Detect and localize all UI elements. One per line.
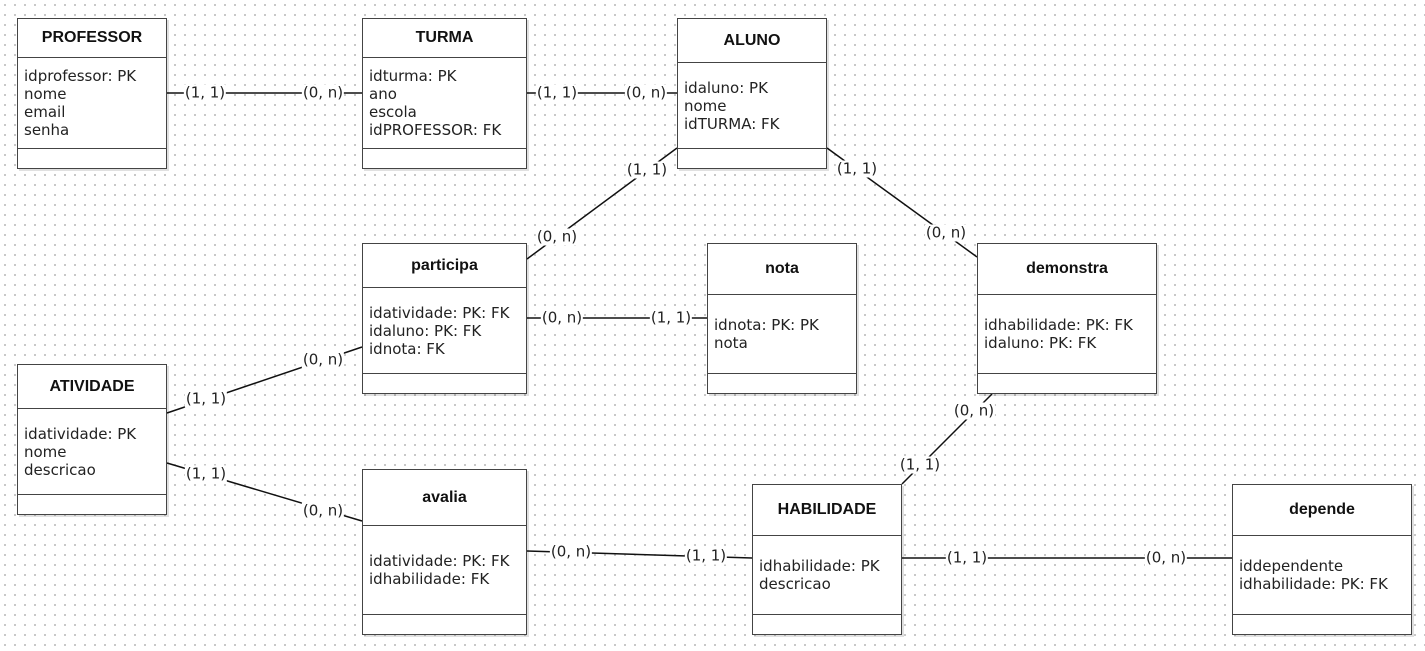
cardinality-label-participa: (0, n)	[540, 308, 584, 327]
cardinality-label-turma: (0, n)	[301, 83, 345, 102]
attribute: idatividade: PK	[24, 424, 137, 443]
entity-title: nota	[708, 244, 856, 295]
attribute: iddependente	[1239, 557, 1344, 575]
attribute: senha	[24, 121, 70, 139]
attribute: email	[24, 103, 66, 121]
attribute: nome	[24, 85, 67, 103]
entity-methods-section	[18, 148, 166, 168]
attribute: idhabilidade: PK: FK	[1239, 575, 1388, 593]
entity-title: ALUNO	[678, 19, 826, 63]
entity-title: PROFESSOR	[18, 19, 166, 58]
attribute: ano	[369, 85, 397, 103]
entity-methods-section	[678, 148, 826, 168]
cardinality-label-aluno: (0, n)	[624, 83, 668, 102]
cardinality-label-aluno: (1, 1)	[835, 159, 879, 178]
attribute: idaluno: PK: FK	[984, 334, 1097, 352]
attribute: idnota: PK: PK	[714, 316, 819, 334]
attribute: descricao	[759, 575, 831, 593]
entity-title: participa	[363, 244, 526, 288]
entity-methods-section	[1233, 614, 1411, 634]
cardinality-label-turma: (1, 1)	[535, 83, 579, 102]
attribute: idPROFESSOR: FK	[369, 121, 502, 139]
attribute: nome	[684, 96, 727, 115]
entity-methods-section	[753, 614, 901, 634]
entity-methods-section	[18, 494, 166, 514]
attribute: nome	[24, 442, 67, 461]
cardinality-label-habilidade: (1, 1)	[684, 546, 728, 565]
entity-methods-section	[708, 373, 856, 393]
cardinality-label-habilidade: (1, 1)	[898, 455, 942, 474]
entity-title: avalia	[363, 470, 526, 526]
entity-title: depende	[1233, 485, 1411, 536]
attribute: idturma: PK	[369, 67, 457, 85]
cardinality-label-professor: (1, 1)	[183, 83, 227, 102]
attribute: nota	[714, 334, 748, 352]
cardinality-label-demonstra: (0, n)	[924, 223, 968, 242]
attribute: idhabilidade: PK	[759, 557, 880, 575]
cardinality-label-participa: (0, n)	[535, 227, 579, 246]
entity-methods-section	[363, 614, 526, 634]
cardinality-label-demonstra: (0, n)	[952, 401, 996, 420]
entity-title: TURMA	[363, 19, 526, 58]
entity-title: HABILIDADE	[753, 485, 901, 536]
attribute: idaluno: PK: FK	[369, 321, 482, 340]
cardinality-label-participa: (0, n)	[301, 350, 345, 369]
cardinality-label-atividade: (1, 1)	[184, 464, 228, 483]
attribute: idhabilidade: PK: FK	[984, 316, 1133, 334]
attribute: escola	[369, 103, 417, 121]
entity-title: ATIVIDADE	[18, 365, 166, 409]
attribute: idatividade: PK: FK	[369, 552, 510, 570]
attribute: idnota: FK	[369, 339, 445, 358]
attribute: idprofessor: PK	[24, 67, 137, 85]
cardinality-label-aluno: (1, 1)	[625, 160, 669, 179]
cardinality-label-avalia: (0, n)	[549, 542, 593, 561]
attribute: idaluno: PK	[684, 78, 768, 97]
attribute: idTURMA: FK	[684, 114, 780, 133]
cardinality-label-depende: (0, n)	[1144, 548, 1188, 567]
attribute: descricao	[24, 460, 96, 479]
entity-methods-section	[363, 148, 526, 168]
cardinality-label-nota: (1, 1)	[649, 308, 693, 327]
entity-methods-section	[363, 373, 526, 393]
entity-methods-section	[978, 373, 1156, 393]
cardinality-label-habilidade: (1, 1)	[945, 548, 989, 567]
attribute: idatividade: PK: FK	[369, 303, 510, 322]
cardinality-label-avalia: (0, n)	[301, 501, 345, 520]
cardinality-label-atividade: (1, 1)	[184, 389, 228, 408]
attribute: idhabilidade: FK	[369, 570, 490, 588]
entity-title: demonstra	[978, 244, 1156, 295]
